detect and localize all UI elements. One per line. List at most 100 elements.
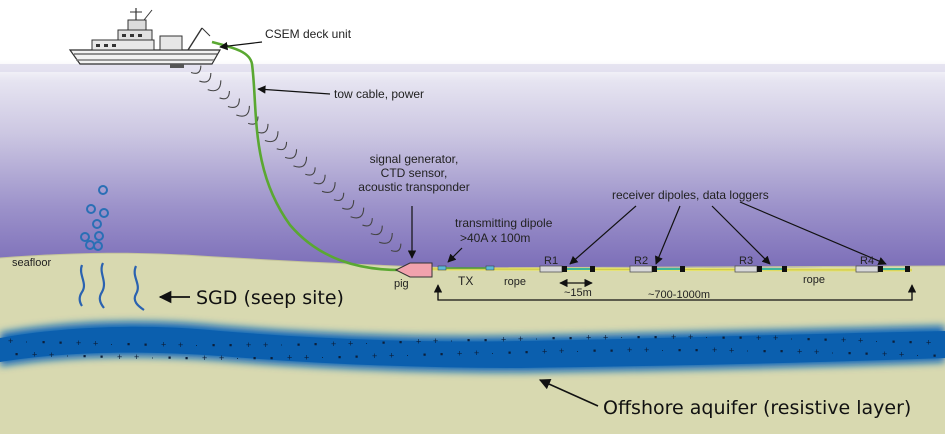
- aquifer-pore-mark: +: [161, 340, 166, 350]
- aquifer-pore-mark: +: [348, 338, 353, 348]
- aquifer-pore-mark: ▪: [780, 346, 783, 356]
- acoustic-wave-arc: [362, 218, 373, 227]
- receiver-r2-label: R2: [634, 255, 648, 267]
- aquifer-pore-mark: ▪: [654, 332, 657, 342]
- aquifer-pore-mark: ▪: [508, 347, 511, 357]
- receiver-arrow-r3: [711, 205, 771, 265]
- sea-surface: [0, 64, 945, 72]
- aquifer-pore-mark: ▪: [382, 338, 385, 348]
- aquifer-label: Offshore aquifer (resistive layer): [603, 397, 911, 419]
- aquifer-pore-mark: ▪: [127, 339, 130, 349]
- aquifer-pore-mark: +: [117, 352, 122, 362]
- aquifer-pore-mark: ·: [661, 345, 664, 355]
- acoustic-wave-arc: [321, 182, 336, 194]
- aquifer-pore-mark: ▪: [297, 339, 300, 349]
- aquifer-pore-mark: +: [8, 336, 13, 346]
- aquifer-pore-mark: ▪: [338, 352, 341, 362]
- aquifer-pore-mark: ·: [875, 336, 878, 346]
- aquifer-pore-mark: ▪: [467, 335, 470, 345]
- acoustic-wave-arc: [190, 65, 202, 74]
- aquifer-pore-mark: ·: [365, 338, 368, 348]
- pig-body: [394, 262, 433, 278]
- aquifer-pore-mark: +: [926, 337, 931, 347]
- aquifer-pore-mark: ▪: [848, 348, 851, 358]
- receiver-r1-label: R1: [544, 255, 558, 267]
- aquifer-pore-mark: +: [178, 340, 183, 350]
- aquifer-pore-mark: ▪: [909, 337, 912, 347]
- aquifer-pore-mark: ▪: [100, 351, 103, 361]
- acoustic-wave-arc: [390, 243, 402, 252]
- aquifer-pore-mark: +: [586, 333, 591, 343]
- signal-generator-label-line3: acoustic transponder: [358, 180, 469, 194]
- aquifer-pore-mark: ▪: [83, 351, 86, 361]
- aquifer-pore-mark: +: [501, 334, 506, 344]
- tow-cable-arrow: [257, 85, 331, 95]
- aquifer-pore-mark: +: [627, 345, 632, 355]
- rope-label-2: rope: [803, 274, 825, 286]
- aquifer-arrow: [538, 379, 599, 407]
- aquifer-pore-mark: ▪: [355, 351, 358, 361]
- research-ship: [68, 8, 222, 68]
- aquifer-pore-mark: ▪: [739, 333, 742, 343]
- aquifer-pore-mark: ·: [195, 340, 198, 350]
- aquifer-pore-mark: +: [882, 349, 887, 359]
- aquifer-pore-mark: ▪: [525, 347, 528, 357]
- aquifer-pore-mark: ·: [450, 336, 453, 346]
- acoustic-signal-waves: [190, 65, 402, 252]
- aquifer-pore-mark: ▪: [637, 332, 640, 342]
- aquifer-pore-mark: ▪: [185, 353, 188, 363]
- signal-generator-label-line2: CTD sensor,: [381, 166, 448, 180]
- aquifer-pore-mark: ▪: [144, 339, 147, 349]
- aquifer-pore-mark: +: [76, 338, 81, 348]
- aquifer-pore-mark: +: [756, 333, 761, 343]
- acoustic-wave-arc: [199, 73, 212, 83]
- aquifer-pore-mark: ▪: [168, 353, 171, 363]
- acoustic-wave-arc: [370, 225, 383, 236]
- aquifer-pore-mark: +: [729, 345, 734, 355]
- aquifer-pore-mark: ·: [110, 339, 113, 349]
- aquifer-pore-mark: +: [263, 340, 268, 350]
- aquifer-pore-mark: ·: [705, 332, 708, 342]
- acoustic-wave-arc: [276, 141, 288, 151]
- aquifer-pore-mark: +: [246, 340, 251, 350]
- aquifer-pore-mark: ·: [236, 353, 239, 363]
- acoustic-wave-arc: [293, 156, 308, 168]
- aquifer-pore-mark: +: [457, 349, 462, 359]
- aquifer-pore-mark: ▪: [15, 349, 18, 359]
- aquifer-pore-mark: +: [202, 353, 207, 363]
- aquifer-pore-mark: +: [134, 352, 139, 362]
- aquifer-layer: +▪·+▪+▪·+▪+▪·+▪+▪·+▪+▪·+▪+▪·+▪+▪·+▪+▪·+▪…: [0, 321, 945, 372]
- aquifer-pore-mark: ·: [790, 334, 793, 344]
- transmitting-dipole-label-line1: transmitting dipole: [455, 216, 553, 230]
- aquifer-pore-mark: ▪: [59, 338, 62, 348]
- aquifer-pore-mark: ▪: [399, 337, 402, 347]
- aquifer-pore-mark: ·: [491, 348, 494, 358]
- transmitting-dipole-arrow: [447, 247, 463, 263]
- receiver-arrow-r1: [569, 205, 637, 265]
- aquifer-pore-mark: ▪: [593, 346, 596, 356]
- tx-label: TX: [458, 274, 473, 288]
- aquifer-pore-mark: +: [389, 351, 394, 361]
- deck-unit-label: CSEM deck unit: [265, 27, 352, 41]
- aquifer-pore-mark: ·: [620, 332, 623, 342]
- receiver-arrow-r2: [655, 205, 681, 265]
- deck-unit-arrow: [219, 41, 263, 51]
- aquifer-pore-mark: ▪: [270, 353, 273, 363]
- aquifer-pore-mark: ·: [576, 346, 579, 356]
- aquifer-pore-mark: +: [518, 334, 523, 344]
- acoustic-wave-arc: [333, 192, 345, 202]
- aquifer-pore-mark: +: [287, 353, 292, 363]
- aquifer-pore-mark: +: [841, 335, 846, 345]
- aquifer-pore-mark: ▪: [892, 336, 895, 346]
- annotation-arrows: [158, 41, 917, 407]
- aquifer-pore-mark: ▪: [484, 335, 487, 345]
- acoustic-wave-arc: [342, 200, 355, 210]
- aquifer-pore-mark: +: [644, 345, 649, 355]
- aquifer-pore-mark: ▪: [253, 353, 256, 363]
- acoustic-wave-arc: [305, 167, 316, 176]
- gas-bubbles: [80, 185, 109, 251]
- tow-cable-label: tow cable, power: [334, 87, 424, 101]
- rope-label-1: rope: [504, 276, 526, 288]
- aquifer-pore-mark: ▪: [552, 333, 555, 343]
